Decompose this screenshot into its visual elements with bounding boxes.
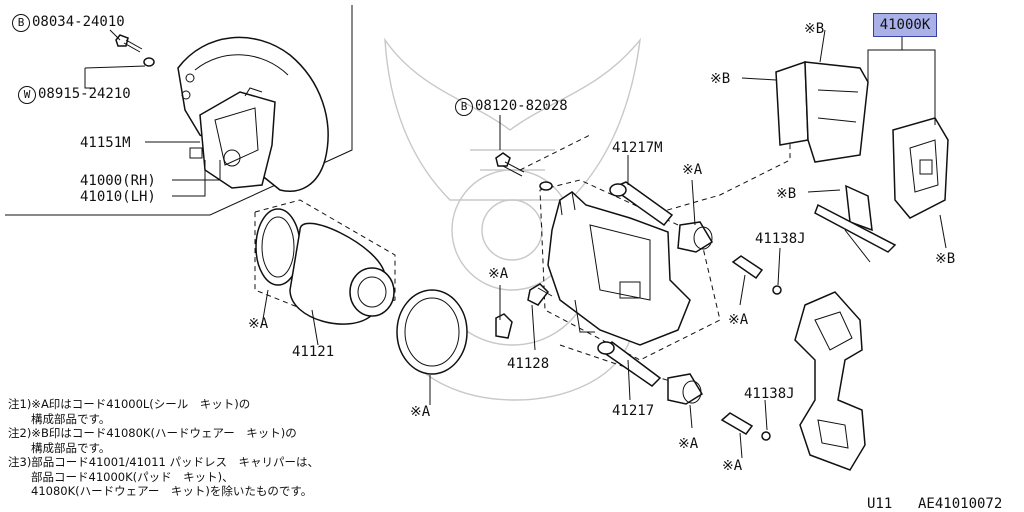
pad-kit-callout: 41000K <box>879 17 931 33</box>
caliper-bracket <box>794 291 866 471</box>
pin-upper-callout: 41217M <box>612 140 663 156</box>
inset-leaders <box>84 29 221 197</box>
piston-callout: 41121 <box>292 344 335 360</box>
pad-b-callout: ※B <box>935 251 956 267</box>
main-leaders <box>261 29 947 459</box>
sleeve-upper <box>731 255 782 295</box>
guide-pin-lower <box>597 341 704 405</box>
piston <box>289 222 395 325</box>
model-code: U11 <box>867 496 893 512</box>
note-line: 注2)※B印はコード41080K(ハードウェアー キット)の <box>8 426 297 440</box>
retaining-ring <box>396 289 468 375</box>
shield-callout: 41151M <box>80 135 131 151</box>
sleeve-lower <box>720 412 771 441</box>
bleeder-a-callout: ※A <box>488 266 509 282</box>
note-line: 注3)部品コード41001/41011 パッドレス キャリパーは、 <box>8 455 319 469</box>
watermark-crest <box>384 37 642 401</box>
seal-a-callout: ※A <box>248 316 269 332</box>
bleeder-41128 <box>495 283 553 339</box>
note-line: 41080K(ハードウェアー キット)を除いたものです。 <box>8 484 313 498</box>
sleeve-upper-a-callout: ※A <box>728 312 749 328</box>
inset-bolt <box>115 34 155 67</box>
bleeder-screw-callout: 41128 <box>507 356 550 372</box>
sleeve-lower-callout: 41138J <box>744 386 795 402</box>
note-line: 注1)※A印はコード41000L(シール キット)の <box>8 397 251 411</box>
notes-block: 注1)※A印はコード41000L(シール キット)の 構成部品です。 注2)※B… <box>8 397 319 500</box>
guide-pin-upper <box>609 181 714 253</box>
ring-a-callout: ※A <box>410 404 431 420</box>
outer-pad <box>892 117 949 219</box>
pad-kit-highlight: 41000K <box>873 13 937 37</box>
pad-clip <box>814 184 897 263</box>
boot-a-lower-callout: ※A <box>678 436 699 452</box>
caliper-lh-callout: 41010(LH) <box>80 189 156 205</box>
figure-id: AE41010072 <box>918 496 1003 512</box>
caliper-body <box>547 191 691 346</box>
assembled-caliper <box>189 87 276 189</box>
note-line: 部品コード41000K(パッド キット)、 <box>8 469 234 484</box>
shim-b-top-callout: ※B <box>804 21 825 37</box>
note-line: 構成部品です。 <box>8 440 111 455</box>
shim-b-left-callout: ※B <box>710 71 731 87</box>
clip-b-callout: ※B <box>776 186 797 202</box>
sleeve-lower-a-callout: ※A <box>722 458 743 474</box>
sleeve-upper-callout: 41138J <box>755 231 806 247</box>
boot-a-upper-callout: ※A <box>682 162 703 178</box>
pin-lower-callout: 41217 <box>612 403 655 419</box>
note-line: 構成部品です。 <box>8 411 111 426</box>
bleeder-screw-top <box>495 152 553 191</box>
caliper-rh-callout: 41000(RH) <box>80 173 156 189</box>
inner-pad <box>775 60 869 163</box>
